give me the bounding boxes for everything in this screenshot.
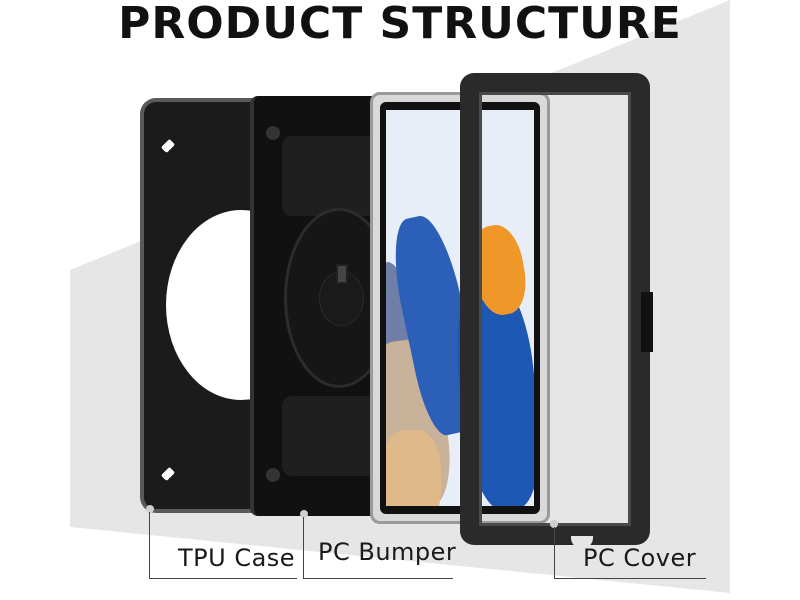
pc-bumper-illustration xyxy=(250,96,394,516)
tpu-anchor-dot xyxy=(146,505,154,513)
bumper-leader-horizontal xyxy=(303,578,453,579)
bumper-leader-vertical xyxy=(303,517,304,578)
cover-leader-horizontal xyxy=(554,578,706,579)
bottom-notch xyxy=(571,536,593,548)
bumper-anchor-dot xyxy=(300,510,308,518)
corner-clip xyxy=(266,468,280,482)
corner-cutout xyxy=(160,466,176,482)
cover-anchor-dot xyxy=(550,520,558,528)
tpu-case-illustration xyxy=(140,98,316,513)
corner-clip xyxy=(266,126,280,140)
hand-strap-buckle xyxy=(336,264,348,284)
background-left-margin xyxy=(0,0,70,600)
back-pad-bottom xyxy=(282,396,382,476)
pc-cover-illustration xyxy=(460,73,653,548)
side-notch xyxy=(641,292,653,352)
cover-leader-vertical xyxy=(554,527,555,578)
label-pc-bumper: PC Bumper xyxy=(318,538,457,566)
background-right-margin xyxy=(730,0,800,600)
tpu-leader-horizontal xyxy=(149,578,297,579)
label-pc-cover: PC Cover xyxy=(583,544,697,572)
back-pad-top xyxy=(282,136,382,216)
page-title: PRODUCT STRUCTURE xyxy=(118,0,682,49)
tpu-leader-vertical xyxy=(149,512,150,578)
corner-cutout xyxy=(160,138,176,154)
label-tpu-case: TPU Case xyxy=(178,544,296,572)
